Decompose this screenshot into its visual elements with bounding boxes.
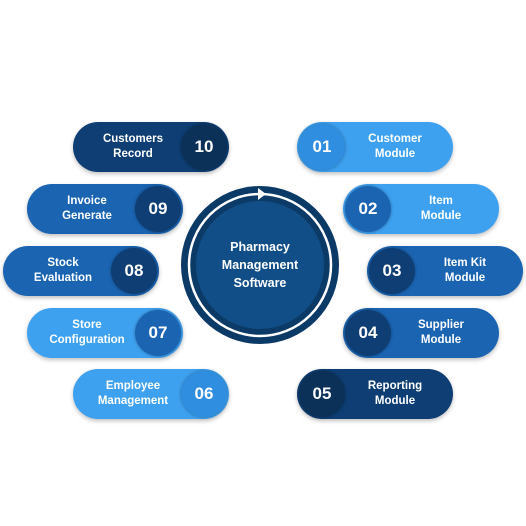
module-label: Invoice Generate: [62, 195, 112, 222]
module-label: Item Module: [420, 195, 462, 222]
module-label: Employee Management: [97, 380, 169, 407]
module-number: 02: [345, 186, 391, 232]
module-number: 05: [299, 371, 345, 417]
module-05[interactable]: 05 Reporting Module: [297, 369, 453, 419]
center-hub: [181, 186, 339, 344]
module-label: Item Kit Module: [443, 257, 487, 284]
module-label: Customers Record: [102, 133, 164, 160]
module-number: 06: [181, 371, 227, 417]
module-number: 10: [181, 124, 227, 170]
module-number: 01: [299, 124, 345, 170]
module-04[interactable]: 04 Supplier Module: [343, 308, 499, 358]
module-02[interactable]: 02 Item Module: [343, 184, 499, 234]
module-08[interactable]: Stock Evaluation 08: [3, 246, 159, 296]
module-label: Customer Module: [368, 133, 422, 160]
module-label: Reporting Module: [367, 380, 423, 407]
module-09[interactable]: Invoice Generate 09: [27, 184, 183, 234]
module-07[interactable]: Store Configuration 07: [27, 308, 183, 358]
module-01[interactable]: 01 Customer Module: [297, 122, 453, 172]
module-label: Stock Evaluation: [33, 257, 93, 284]
module-number: 03: [369, 248, 415, 294]
center-title: Pharmacy Management Software: [221, 240, 299, 290]
module-10[interactable]: Customers Record 10: [73, 122, 229, 172]
module-label: Supplier Module: [417, 319, 464, 346]
module-number: 09: [135, 186, 181, 232]
cycle-arrow-icon: [258, 188, 266, 200]
module-number: 04: [345, 310, 391, 356]
module-06[interactable]: Employee Management 06: [73, 369, 229, 419]
module-label: Store Configuration: [49, 319, 125, 346]
module-number: 07: [135, 310, 181, 356]
module-number: 08: [111, 248, 157, 294]
module-03[interactable]: 03 Item Kit Module: [367, 246, 523, 296]
